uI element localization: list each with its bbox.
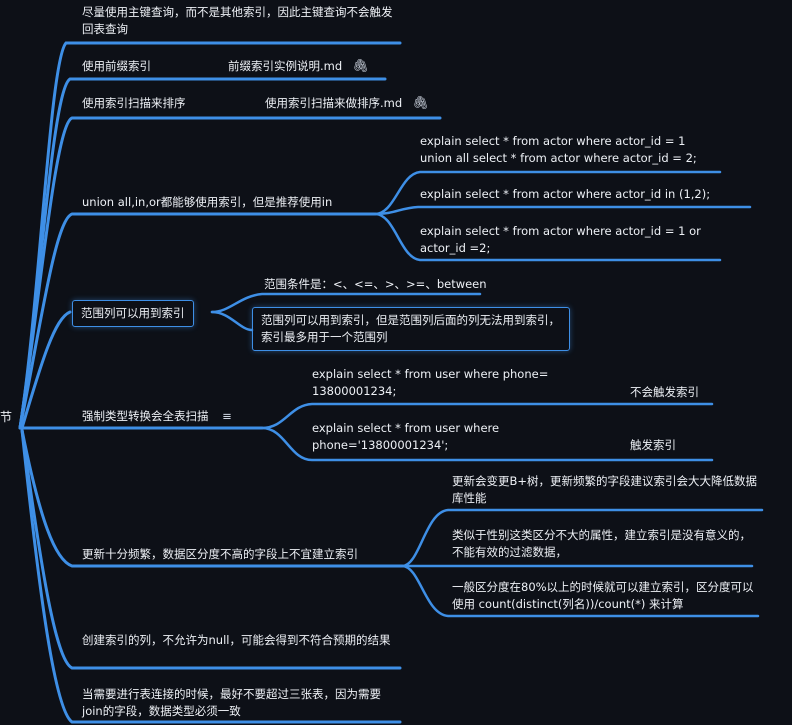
root-node-label[interactable]: 节 [0,410,13,424]
connector-root-b8 [20,428,402,670]
child-phone-string[interactable]: explain select * from user where phone='… [312,421,500,452]
branch-range-column-index[interactable]: 范围列可以用到索引 [72,300,194,327]
child-phone-numeric[interactable]: explain select * from user where phone= … [312,367,549,398]
attachment-index-scan-md[interactable]: 使用索引扫描来做排序.md 🖇 [265,95,429,111]
connector-b7-c1 [400,508,764,568]
branch-prefix-index[interactable]: 使用前缀索引 [82,59,151,73]
connector-b6-c2 [260,426,714,462]
branch-union-in-or[interactable]: union all,in,or都能够使用索引，但是推荐使用in [82,195,333,209]
branch-type-conversion-label: 强制类型转换会全表扫描 [82,409,209,423]
branch-index-scan-sort[interactable]: 使用索引扫描来排序 [82,96,186,110]
attachment-prefix-index-md[interactable]: 前缀索引实例说明.md 🖇 [228,58,369,74]
connector-root-b7 [20,428,404,568]
child-selectivity-80[interactable]: 一般区分度在80%以上的时候就可以建立索引，区分度可以使用 count(dist… [452,580,754,611]
attachment-label: 使用索引扫描来做排序.md [265,96,403,110]
child-range-column-rule[interactable]: 范围列可以用到索引，但是范围列后面的列无法用到索引，索引最多用于一个范围列 [252,307,570,351]
connector-b6-c1 [260,402,714,430]
branch-primary-key-query[interactable]: 尽量使用主键查询，而不是其他索引，因此主键查询不会触发回表查询 [82,5,393,36]
paperclip-icon: 🖇 [352,59,369,74]
child-low-cardinality[interactable]: 类似于性别这类区分不大的属性，建立索引是没有意义的，不能有效的过滤数据， [452,528,751,559]
notes-icon: ≡ [222,409,232,423]
connector-b4-c2 [373,205,752,216]
note-no-index: 不会触发索引 [630,385,699,399]
branch-frequent-update[interactable]: 更新十分频繁，数据区分度不高的字段上不宜建立索引 [82,547,358,561]
child-union-all-example[interactable]: explain select * from actor where actor_… [420,134,697,165]
child-or-example[interactable]: explain select * from actor where actor_… [420,224,701,255]
branch-not-null[interactable]: 创建索引的列，不允许为null，可能会得到不符合预期的结果 [82,633,391,647]
note-index-used: 触发索引 [630,438,676,452]
child-btree-update[interactable]: 更新会变更B+树，更新频繁的字段建议索引会大大降低数据库性能 [452,474,758,505]
connector-root-b9 [20,428,402,724]
connector-root-b5 [20,310,72,430]
paperclip-icon: 🖇 [412,96,429,111]
connector-b7-c3 [400,564,760,618]
branch-type-conversion[interactable]: 强制类型转换会全表扫描 ≡ [82,408,232,425]
child-in-example[interactable]: explain select * from actor where actor_… [420,187,711,201]
attachment-label: 前缀索引实例说明.md [228,59,343,73]
connector-b5-c2 [210,310,254,332]
connector-root-b4 [18,212,377,430]
connector-root-b3 [18,116,442,430]
child-range-conditions[interactable]: 范围条件是：<、<=、>、>=、between [264,277,487,291]
connector-b4-c3 [373,212,722,262]
branch-join-tables[interactable]: 当需要进行表连接的时候，最好不要超过三张表，因为需要join的字段，数据类型必须… [82,687,381,718]
